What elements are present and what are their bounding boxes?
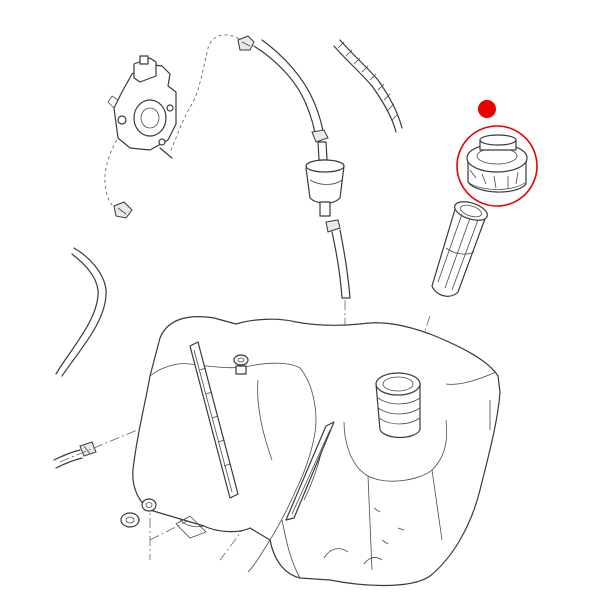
- tank-outlet-fittings: [120, 498, 157, 528]
- tank-fitting-upper: [233, 354, 249, 375]
- highlight-marker-dot: [478, 100, 496, 118]
- tank-cap[interactable]: [466, 134, 528, 193]
- hose-clip-top: [237, 35, 255, 51]
- fuel-filter: [305, 129, 345, 233]
- vent-strip: [285, 421, 335, 521]
- drain-hose: [53, 441, 97, 469]
- filler-neck: [375, 372, 421, 439]
- filler-strainer: [431, 201, 488, 297]
- breather-hose: [333, 39, 403, 133]
- pump-routing-dashed-line: [104, 34, 245, 211]
- fuel-hose-lower: [331, 229, 351, 299]
- hose-clip-pump: [113, 201, 133, 219]
- fuel-pump: [107, 55, 177, 159]
- level-sight-strip: [189, 341, 239, 499]
- fuel-hose-upper: [253, 39, 325, 139]
- highlight-circle: [456, 125, 538, 207]
- return-hose-left: [55, 247, 107, 377]
